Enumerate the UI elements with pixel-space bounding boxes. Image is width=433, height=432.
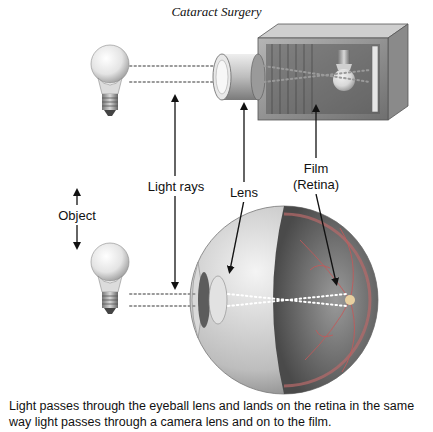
eye-lens bbox=[209, 276, 227, 324]
film-plate bbox=[372, 46, 378, 112]
part-label: Film (Retina) bbox=[286, 160, 346, 194]
diagram-title: Cataract Surgery bbox=[0, 4, 433, 20]
optic-disc bbox=[345, 295, 355, 305]
light-ray bbox=[130, 66, 370, 306]
light-bulb bbox=[91, 243, 129, 314]
camera-side bbox=[388, 24, 408, 120]
camera-top bbox=[258, 24, 408, 38]
eyeball bbox=[190, 206, 378, 394]
blood-vessels bbox=[300, 228, 355, 372]
light-ray bbox=[228, 294, 346, 306]
camera-lens bbox=[213, 54, 265, 100]
part-label: Lens bbox=[224, 184, 264, 202]
part-label: Object bbox=[47, 207, 107, 225]
camera-front bbox=[258, 38, 388, 120]
inverted-bulb bbox=[333, 50, 355, 91]
diagram-caption: Light passes through the eyeball lens an… bbox=[9, 398, 427, 430]
part-label: Light rays bbox=[141, 178, 211, 196]
iris bbox=[198, 272, 210, 328]
light-bulb bbox=[91, 45, 129, 116]
